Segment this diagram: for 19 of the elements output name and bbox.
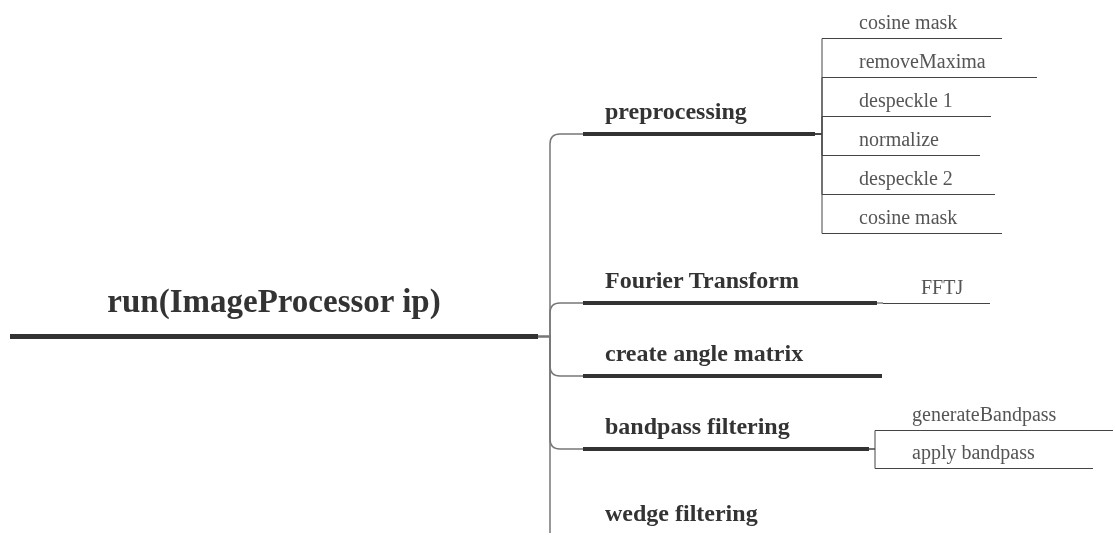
topic-label: Fourier Transform <box>604 266 799 296</box>
subtopic-label: cosine mask <box>858 205 958 230</box>
subtopic-label: normalize <box>858 127 939 152</box>
subtopic-label: removeMaxima <box>858 49 986 74</box>
connector-line <box>537 335 551 534</box>
connector-line <box>876 302 884 304</box>
subtopic-label: despeckle 2 <box>858 166 953 192</box>
subtopic-label: generateBandpass <box>911 402 1057 428</box>
connector-line <box>814 133 823 234</box>
subtopic-label: apply bandpass <box>911 440 1035 466</box>
subtopic-label: despeckle 1 <box>858 88 953 114</box>
topic-label: create angle matrix <box>604 339 804 369</box>
subtopic-label: FFTJ <box>920 275 964 300</box>
subtopic-label: cosine mask <box>858 10 958 35</box>
connector-line <box>868 448 876 469</box>
topic-label: preprocessing <box>604 97 747 127</box>
topic-label: wedge filtering <box>604 499 758 529</box>
central-topic-label: run(ImageProcessor ip) <box>107 282 441 322</box>
topic-label: bandpass filtering <box>604 412 790 442</box>
